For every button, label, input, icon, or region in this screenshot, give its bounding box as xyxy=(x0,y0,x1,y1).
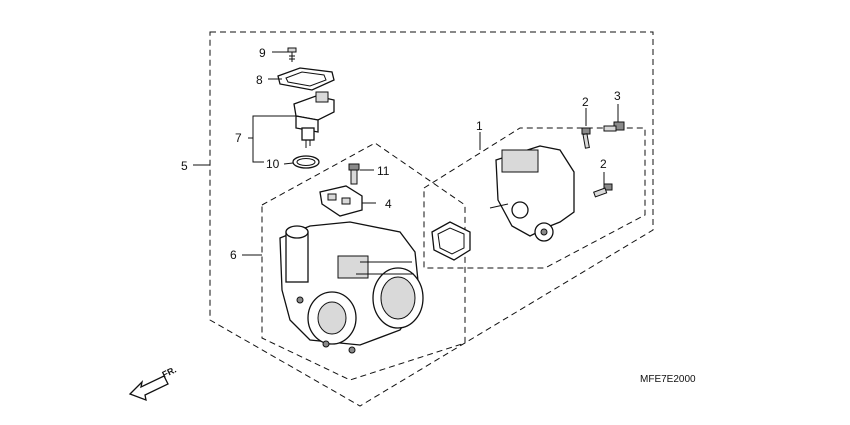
screw-part-2-lower xyxy=(593,183,613,198)
callout-5: 5 xyxy=(181,159,188,173)
callout-2-upper: 2 xyxy=(582,95,589,109)
bracket-part-4 xyxy=(319,185,363,217)
callout-1: 1 xyxy=(476,119,483,133)
assembly-boundary-outline xyxy=(209,31,654,407)
screw-part-9 xyxy=(287,47,297,62)
bolt-part-3 xyxy=(603,121,625,132)
callout-8: 8 xyxy=(256,73,263,87)
callout-7: 7 xyxy=(235,131,242,145)
leader-10 xyxy=(283,162,294,165)
callout-2-lower: 2 xyxy=(600,157,607,171)
callout-6: 6 xyxy=(230,248,237,262)
front-direction-arrow-icon xyxy=(128,375,169,402)
bolt-part-11 xyxy=(348,163,360,185)
sensor-unit-group-outline xyxy=(423,127,646,269)
sensor-gasket xyxy=(431,221,471,261)
screw-part-2-upper xyxy=(581,127,591,149)
throttle-body-group-outline xyxy=(261,142,466,381)
throttle-body-part-6 xyxy=(279,221,424,354)
diagram-code: MFE7E2000 xyxy=(640,374,696,385)
sensor-unit-part-1 xyxy=(489,145,575,242)
callout-9: 9 xyxy=(259,46,266,60)
callout-10: 10 xyxy=(266,157,280,171)
sensor-part-7 xyxy=(293,91,335,148)
front-direction-label: FR. xyxy=(160,364,177,379)
callout-11: 11 xyxy=(377,164,390,178)
leader-7 xyxy=(252,115,298,163)
callout-4: 4 xyxy=(385,197,392,211)
o-ring-part-10 xyxy=(292,155,320,169)
gasket-part-8 xyxy=(277,67,335,91)
callout-3: 3 xyxy=(614,89,621,103)
